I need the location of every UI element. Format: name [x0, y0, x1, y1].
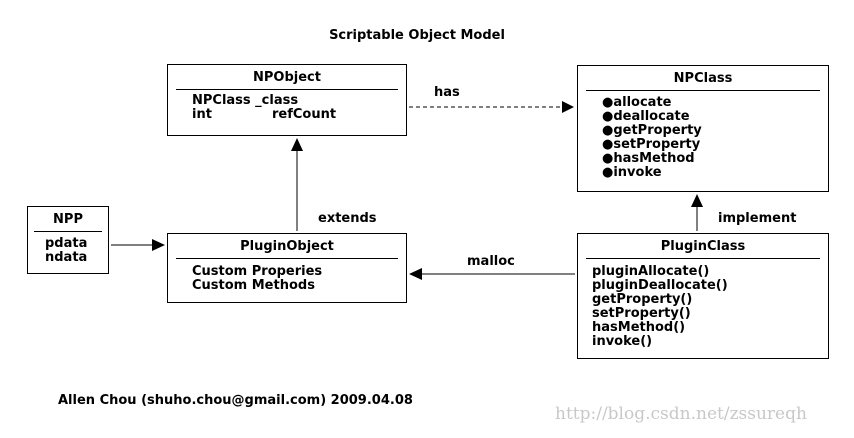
npobject-field-type: int — [192, 107, 212, 122]
npobject-field: int refCount — [192, 108, 406, 122]
npclass-method: ●hasMethod — [602, 151, 695, 166]
npp-fields: pdata ndata — [28, 232, 108, 265]
implement-arrowhead — [691, 194, 703, 207]
npp-field: ndata — [45, 250, 88, 265]
npclass-method: ●invoke — [602, 165, 662, 180]
pluginclass-box: PluginClass pluginAllocate() pluginDeall… — [577, 233, 829, 359]
malloc-arrowhead — [409, 268, 422, 280]
npclass-method: ●allocate — [602, 95, 672, 110]
pluginclass-method: invoke() — [592, 334, 653, 349]
npclass-method: ●deallocate — [602, 109, 690, 124]
npobject-field-type: NPClass _class — [192, 93, 299, 108]
diagram-title: Scriptable Object Model — [329, 28, 505, 43]
npp-field: pdata — [45, 236, 88, 251]
npclass-method: ●getProperty — [602, 123, 702, 138]
pluginobject-name: PluginObject — [240, 239, 334, 254]
npclass-name: NPClass — [673, 71, 733, 86]
npclass-methods: ●allocate ●deallocate ●getProperty ●setP… — [578, 91, 828, 180]
pluginobject-members: Custom Properies Custom Methods — [168, 259, 406, 293]
pluginclass-method: setProperty() — [592, 306, 691, 321]
npp-arrowhead — [152, 239, 165, 251]
npobject-fields: NPClass _class int refCount — [168, 90, 406, 122]
pluginclass-method: pluginAllocate() — [592, 264, 710, 279]
pluginclass-method: pluginDeallocate() — [592, 278, 728, 293]
watermark: http://blog.csdn.net/zssureqh — [555, 404, 807, 424]
pluginclass-name: PluginClass — [660, 239, 746, 254]
has-arrowhead — [562, 101, 574, 113]
npclass-separator — [586, 90, 820, 91]
npobject-field: NPClass _class — [192, 94, 406, 108]
npobject-name: NPObject — [253, 70, 321, 85]
pluginclass-separator — [586, 258, 820, 259]
npobject-box: NPObject NPClass _class int refCount — [167, 64, 407, 136]
pluginobject-box: PluginObject Custom Properies Custom Met… — [167, 233, 407, 303]
has-label: has — [434, 85, 460, 100]
pluginobject-member: Custom Properies — [192, 264, 323, 279]
pluginclass-methods: pluginAllocate() pluginDeallocate() getP… — [578, 259, 828, 349]
npp-separator — [34, 231, 102, 232]
pluginclass-method: getProperty() — [592, 292, 693, 307]
author-credit: Allen Chou (shuho.chou@gmail.com) 2009.0… — [58, 393, 413, 408]
npclass-box: NPClass ●allocate ●deallocate ●getProper… — [577, 65, 829, 192]
pluginclass-method: hasMethod() — [592, 320, 686, 335]
npobject-field-name: refCount — [272, 107, 337, 122]
pluginobject-separator — [176, 258, 398, 259]
implement-label: implement — [718, 211, 797, 226]
npp-name: NPP — [53, 212, 83, 227]
npp-box: NPP pdata ndata — [27, 206, 109, 274]
npobject-separator — [176, 89, 398, 90]
extends-label: extends — [318, 211, 377, 226]
npclass-method: ●setProperty — [602, 137, 701, 152]
extends-arrowhead — [291, 138, 303, 151]
malloc-label: malloc — [467, 254, 515, 269]
pluginobject-member: Custom Methods — [192, 278, 315, 293]
